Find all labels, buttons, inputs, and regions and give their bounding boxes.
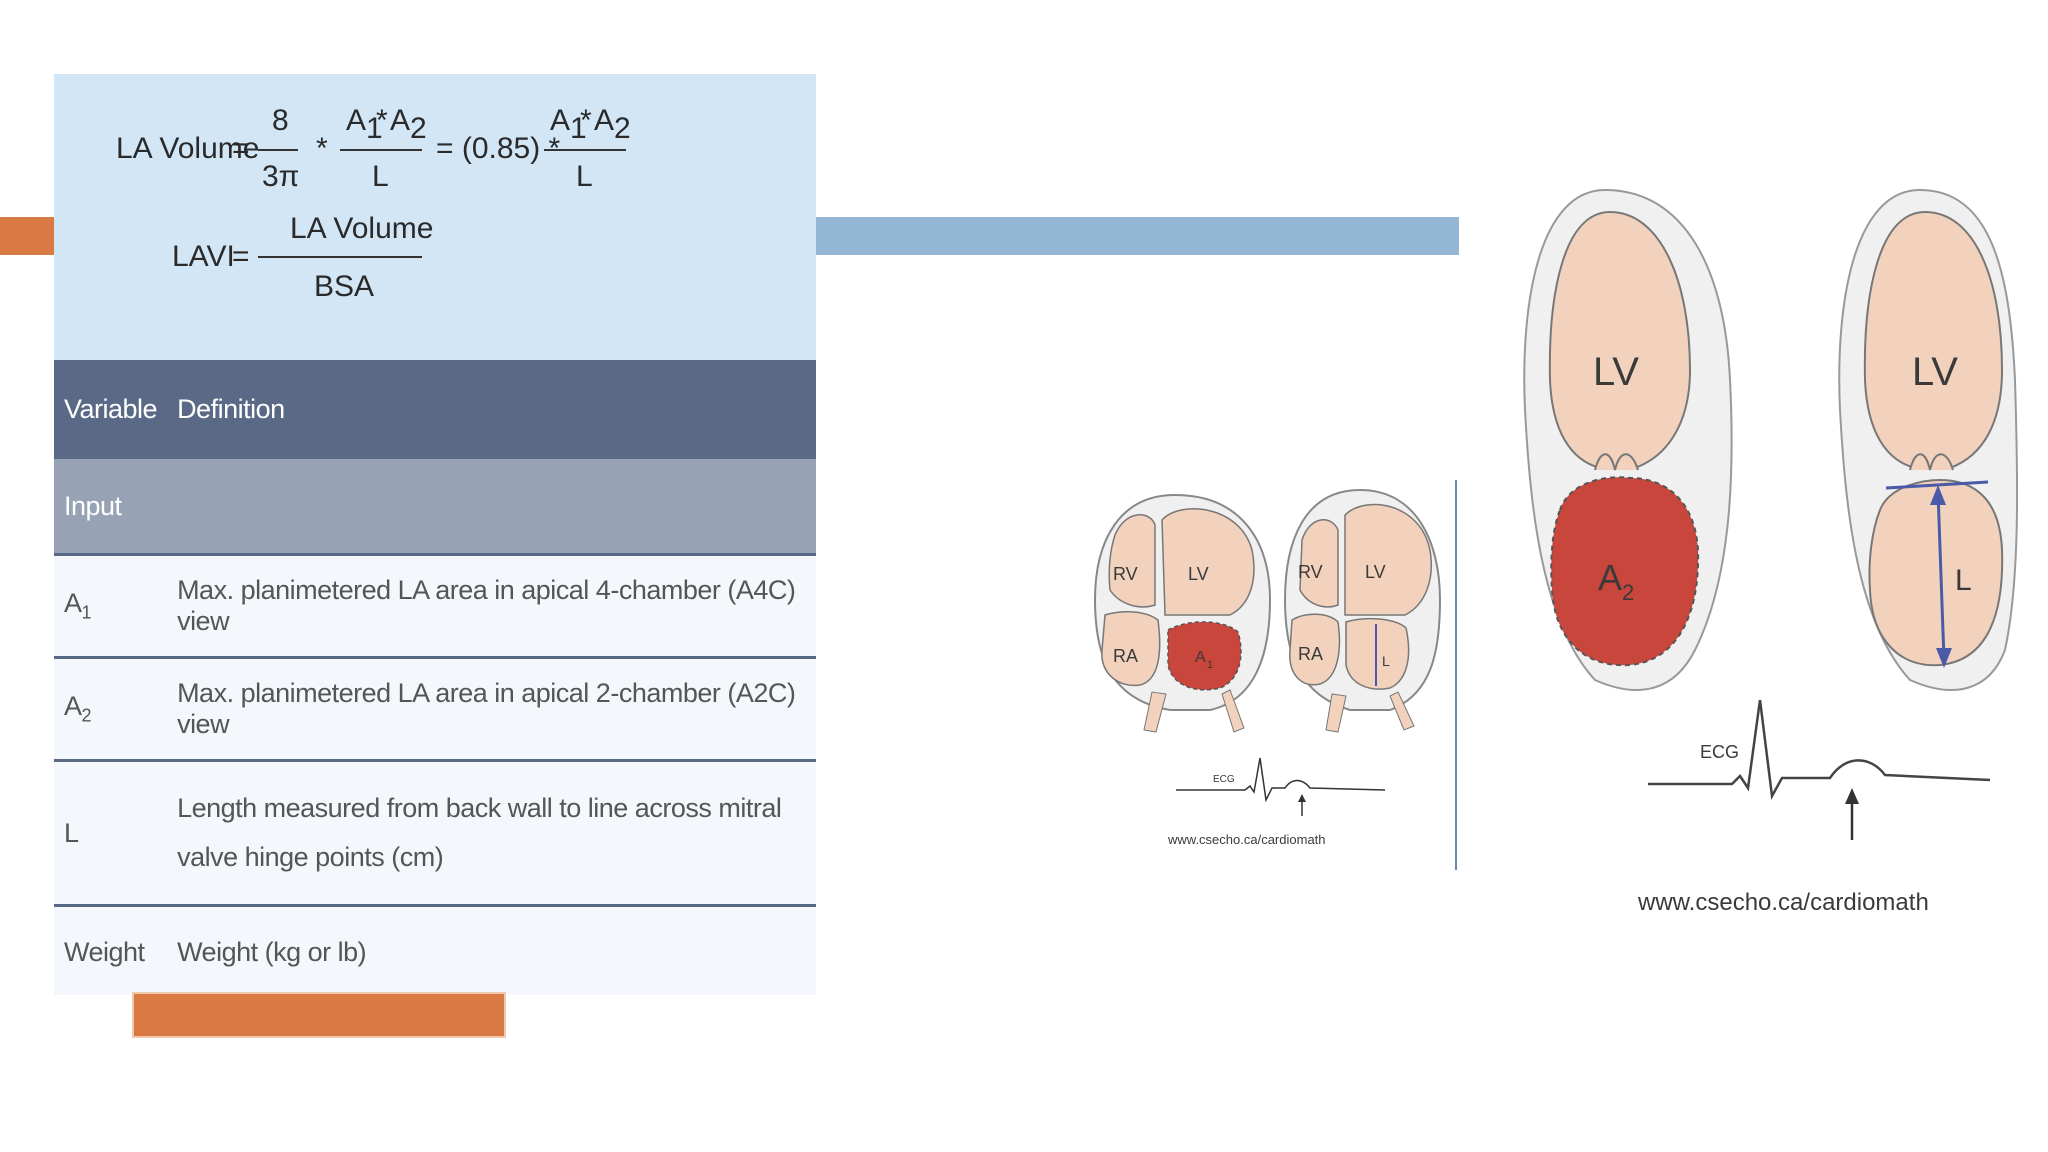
lavi-equals: = bbox=[232, 240, 250, 273]
ecg-arrowhead-large bbox=[1845, 788, 1859, 804]
vein-right-2 bbox=[1389, 691, 1415, 731]
label-lv-right: LV bbox=[1365, 562, 1386, 582]
constant-term: = (0.85) * bbox=[436, 132, 561, 165]
definition-cell: Max. planimetered LA area in apical 2-ch… bbox=[167, 657, 816, 762]
variable-symbol: A bbox=[64, 588, 82, 619]
formula-table-panel: LA Volume = 8 3π * A 1 * A 2 L = (0.85) … bbox=[54, 74, 816, 995]
rv-chamber-left bbox=[1108, 514, 1156, 608]
variable-table: Variable Definition Input A1 Max. planim… bbox=[54, 360, 816, 995]
label-a2-sub: 2 bbox=[1622, 580, 1634, 605]
vein-left bbox=[1143, 691, 1167, 733]
la-area-a2 bbox=[1550, 476, 1700, 667]
vein-left-2 bbox=[1325, 693, 1347, 733]
table-row: Weight Weight (kg or lb) bbox=[54, 905, 816, 995]
label-ra-left: RA bbox=[1113, 646, 1138, 666]
ra-chamber-left bbox=[1101, 610, 1161, 687]
table-row: L Length measured from back wall to line… bbox=[54, 760, 816, 907]
ecg-label-large: ECG bbox=[1700, 742, 1739, 762]
source-url-large: www.csecho.ca/cardiomath bbox=[1637, 889, 1929, 916]
frac1-denominator: 3π bbox=[262, 160, 299, 193]
section-label: Input bbox=[54, 459, 816, 556]
ecg-trace-large bbox=[1648, 699, 1991, 800]
frac2-denominator: L bbox=[372, 160, 389, 193]
frac1-numerator: 8 bbox=[272, 104, 289, 137]
ecg-trace-small bbox=[1176, 757, 1386, 803]
header-definition: Definition bbox=[167, 360, 816, 459]
frac3-num-times: * bbox=[580, 104, 592, 137]
orange-accent-bar-bottom bbox=[132, 992, 506, 1038]
variable-cell: A2 bbox=[54, 657, 168, 762]
variable-cell: Weight bbox=[54, 905, 168, 995]
la-chamber-right bbox=[1345, 617, 1410, 690]
mitral-valve-length bbox=[1909, 453, 1954, 471]
label-ra-right: RA bbox=[1298, 644, 1323, 664]
source-url-small: www.csecho.ca/cardiomath bbox=[1167, 832, 1326, 847]
lv-chamber-left bbox=[1161, 508, 1255, 616]
table-row: A1 Max. planimetered LA area in apical 4… bbox=[54, 554, 816, 659]
frac3-num-a: A bbox=[550, 104, 570, 137]
label-rv-left: RV bbox=[1113, 564, 1138, 584]
label-rv-right: RV bbox=[1298, 562, 1323, 582]
frac2-num-sub1: 1 bbox=[366, 112, 383, 145]
frac2-num-times: * bbox=[376, 104, 388, 137]
label-a1: A bbox=[1195, 649, 1206, 666]
blue-accent-bar bbox=[816, 217, 1459, 255]
length-arrowhead-top bbox=[1930, 485, 1946, 505]
lavi-label: LAVI bbox=[172, 240, 235, 273]
variable-subscript: 1 bbox=[81, 602, 92, 623]
equals-sign: = bbox=[232, 132, 250, 165]
variable-cell: A1 bbox=[54, 554, 168, 659]
label-a2: A bbox=[1598, 557, 1622, 598]
frac3-num-sub1: 1 bbox=[570, 112, 587, 145]
la-volume-label: LA Volume bbox=[116, 132, 259, 165]
lavi-denominator: BSA bbox=[314, 270, 374, 303]
definition-cell: Weight (kg or lb) bbox=[167, 905, 816, 995]
frac2-num-a: A bbox=[346, 104, 366, 137]
definition-cell: Max. planimetered LA area in apical 4-ch… bbox=[167, 554, 816, 659]
label-lv-length: LV bbox=[1912, 350, 1958, 394]
label-lv-a2c: LV bbox=[1593, 350, 1639, 394]
header-variable: Variable bbox=[54, 360, 168, 459]
label-lv-left: LV bbox=[1188, 564, 1209, 584]
orange-accent-bar-left bbox=[0, 217, 54, 255]
lv-chamber-right bbox=[1344, 503, 1432, 616]
small-heart-diagram: RV LV RA A 1 RV LV RA L ECG www.csecho.c… bbox=[1093, 480, 1457, 870]
la-area-a1 bbox=[1167, 621, 1242, 691]
label-a1-sub: 1 bbox=[1207, 659, 1213, 671]
rv-chamber-right bbox=[1299, 519, 1339, 608]
section-row: Input bbox=[54, 459, 816, 556]
la-volume-formula: LA Volume = 8 3π * A 1 * A 2 L = (0.85) … bbox=[116, 104, 631, 303]
times-sign-1: * bbox=[316, 132, 328, 165]
frac3-denominator: L bbox=[576, 160, 593, 193]
frac3-num-b: A bbox=[594, 104, 614, 137]
frac3-num-sub2: 2 bbox=[614, 112, 631, 145]
length-arrowhead-bottom bbox=[1936, 648, 1952, 668]
mitral-valve-a2c bbox=[1594, 453, 1639, 471]
vein-right bbox=[1221, 689, 1245, 733]
variable-subscript: 2 bbox=[81, 705, 92, 726]
length-arrow-large bbox=[1936, 491, 1946, 661]
ecg-arrowhead-small bbox=[1298, 794, 1306, 802]
la-chamber-length bbox=[1868, 478, 2004, 667]
frac2-num-b: A bbox=[390, 104, 410, 137]
definition-cell: Length measured from back wall to line a… bbox=[167, 760, 816, 907]
label-l-small: L bbox=[1382, 653, 1390, 669]
table-row: A2 Max. planimetered LA area in apical 2… bbox=[54, 657, 816, 762]
frac2-num-sub2: 2 bbox=[410, 112, 427, 145]
mitral-hinge-line bbox=[1885, 480, 1989, 490]
lavi-numerator: LA Volume bbox=[290, 212, 433, 245]
label-l-large: L bbox=[1955, 564, 1972, 597]
large-heart-diagram: LV A 2 LV L ECG www.csecho.ca/cardiomath bbox=[1523, 188, 2019, 916]
variable-symbol: A bbox=[64, 691, 82, 722]
variable-cell: L bbox=[54, 760, 168, 907]
ecg-label-small: ECG bbox=[1213, 774, 1235, 785]
ra-chamber-right bbox=[1289, 613, 1341, 686]
